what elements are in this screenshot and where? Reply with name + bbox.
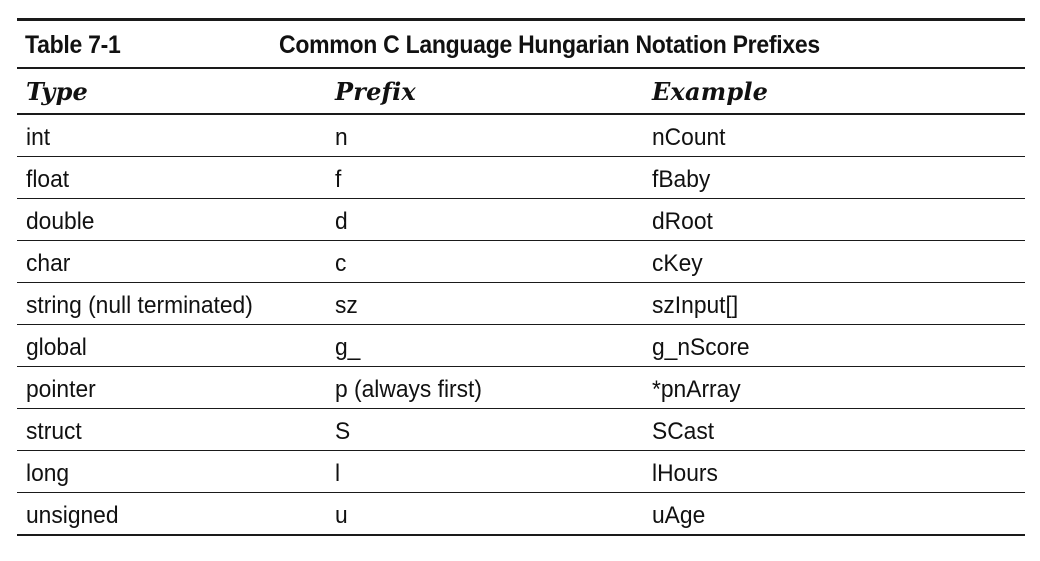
- cell-prefix: c: [335, 250, 347, 277]
- cell-prefix: S: [335, 418, 351, 445]
- cell-prefix: sz: [335, 292, 358, 319]
- cell-prefix: u: [335, 502, 348, 529]
- cell-type: long: [26, 460, 70, 487]
- cell-type: double: [26, 208, 95, 235]
- table-row: global g_ g_nScore: [17, 325, 1025, 367]
- cell-prefix: l: [335, 460, 341, 487]
- cell-type: global: [26, 334, 87, 361]
- table-row: float f fBaby: [17, 157, 1025, 199]
- table-row: double d dRoot: [17, 199, 1025, 241]
- cell-type: int: [26, 124, 51, 151]
- table-row: struct S SCast: [17, 409, 1025, 451]
- header-type: Type: [26, 77, 89, 106]
- cell-example: *pnArray: [652, 376, 741, 403]
- table-number: Table 7-1: [25, 31, 121, 59]
- table-row: pointer p (always first) *pnArray: [17, 367, 1025, 409]
- table-row: unsigned u uAge: [17, 493, 1025, 536]
- header-example: Example: [652, 77, 769, 106]
- cell-prefix: p (always first): [335, 376, 482, 403]
- cell-prefix: f: [335, 166, 342, 193]
- cell-type: pointer: [26, 376, 96, 403]
- cell-type: char: [26, 250, 71, 277]
- cell-example: fBaby: [652, 166, 711, 193]
- cell-prefix: d: [335, 208, 348, 235]
- cell-example: nCount: [652, 124, 726, 151]
- table-header-row: Type Prefix Example: [17, 69, 1025, 115]
- cell-example: dRoot: [652, 208, 713, 235]
- table-row: string (null terminated) sz szInput[]: [17, 283, 1025, 325]
- cell-example: cKey: [652, 250, 703, 277]
- cell-type: struct: [26, 418, 82, 445]
- header-prefix: Prefix: [335, 77, 416, 106]
- cell-example: lHours: [652, 460, 718, 487]
- cell-prefix: g_: [335, 334, 361, 361]
- cell-example: g_nScore: [652, 334, 750, 361]
- cell-example: szInput[]: [652, 292, 739, 319]
- table-row: long l lHours: [17, 451, 1025, 493]
- table-top-rule: [17, 18, 1025, 21]
- cell-type: float: [26, 166, 70, 193]
- cell-prefix: n: [335, 124, 348, 151]
- cell-type: unsigned: [26, 502, 119, 529]
- cell-type: string (null terminated): [26, 292, 253, 319]
- table-title: Common C Language Hungarian Notation Pre…: [279, 31, 820, 59]
- table-row: char c cKey: [17, 241, 1025, 283]
- table-row: int n nCount: [17, 115, 1025, 157]
- hungarian-notation-table: Table 7-1 Common C Language Hungarian No…: [17, 18, 1025, 536]
- cell-example: SCast: [652, 418, 715, 445]
- cell-example: uAge: [652, 502, 706, 529]
- table-caption: Table 7-1 Common C Language Hungarian No…: [17, 21, 1025, 69]
